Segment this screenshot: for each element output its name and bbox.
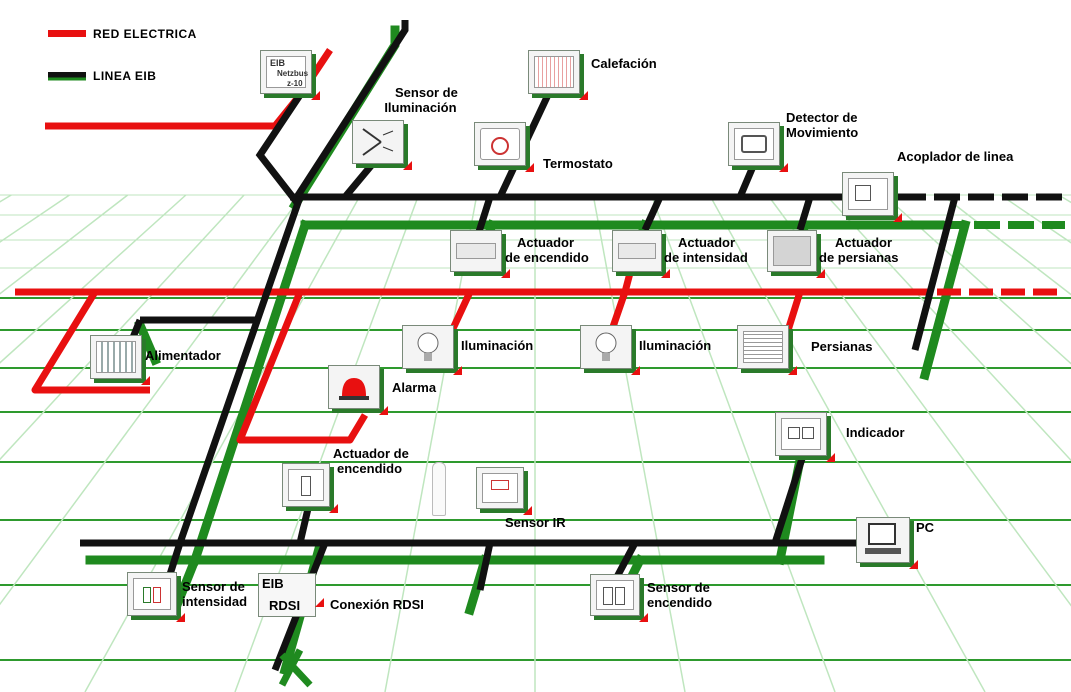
power-supply-module-icon: EIB Netzbus z-10 xyxy=(266,56,309,88)
dimmer-actuator-device[interactable] xyxy=(612,230,670,278)
indicator-device[interactable] xyxy=(775,412,835,462)
isdn-connection-label: Conexión RDSI xyxy=(330,597,424,612)
grid-line xyxy=(708,194,986,692)
grid-line xyxy=(384,194,478,692)
switch-sensor-icon xyxy=(596,580,634,610)
thermostat-label: Termostato xyxy=(543,156,613,171)
floor-grid xyxy=(0,194,1071,692)
ir-sensor-label: Sensor IR xyxy=(505,515,566,530)
blind-actuator-device[interactable] xyxy=(767,230,825,278)
line-coupler-icon xyxy=(848,178,888,210)
grid-line xyxy=(592,194,686,692)
grid-line xyxy=(825,194,1071,462)
isdn-cable-mark xyxy=(278,648,313,688)
legend-power-label: RED ELECTRICA xyxy=(93,27,197,41)
thermostat-icon xyxy=(480,128,520,160)
motion-detector-icon xyxy=(734,128,774,160)
legend-bus-swatch xyxy=(48,72,86,79)
pc-device[interactable] xyxy=(856,517,918,569)
isdn-gateway-eib-text: EIB xyxy=(262,576,284,591)
netzbus-model-text: z-10 xyxy=(287,79,303,88)
alarm-device[interactable] xyxy=(328,365,388,415)
grid-line xyxy=(0,194,70,243)
isdn-gateway-icon: EIB RDSI xyxy=(259,574,315,616)
isdn-gateway-rdsi-text: RDSI xyxy=(269,598,301,613)
grid-line xyxy=(883,194,1071,365)
alarm-light-icon xyxy=(339,378,369,400)
ir-sensor-icon xyxy=(482,473,518,503)
power-supply-icon xyxy=(96,341,136,373)
dimmer-sensor-device[interactable] xyxy=(127,572,185,622)
light-bulb-label-1: Iluminación xyxy=(461,338,534,353)
legend-power-swatch xyxy=(48,30,86,37)
legend-bus-label: LINEA EIB xyxy=(93,69,157,83)
grid-line xyxy=(0,194,303,606)
alarm-label: Alarma xyxy=(392,380,437,395)
grid-line xyxy=(1058,194,1071,204)
indicator-panel-icon xyxy=(781,418,821,450)
isdn-gateway-device[interactable]: EIB RDSI xyxy=(258,573,316,617)
heater-device[interactable] xyxy=(528,50,588,100)
light-bulb-label-2: Iluminación xyxy=(639,338,712,353)
switch-actuator-icon xyxy=(288,469,324,501)
power-supply-device[interactable] xyxy=(90,335,150,385)
grid-line xyxy=(941,194,1071,296)
light-sensor-device[interactable] xyxy=(352,120,412,170)
indicator-label: Indicador xyxy=(846,425,905,440)
dimmer-sensor-icon xyxy=(133,578,171,610)
switch-actuator-icon xyxy=(456,243,496,259)
switch-sensor-device[interactable] xyxy=(590,574,648,622)
netzbus-brand-text: Netzbus xyxy=(277,69,309,78)
heater-label: Calefación xyxy=(591,56,657,71)
ir-sensor-device[interactable] xyxy=(476,467,532,515)
pc-label: PC xyxy=(916,520,935,535)
netzbus-eib-text: EIB xyxy=(270,58,286,68)
motion-detector-device[interactable] xyxy=(728,122,788,172)
blinds-device[interactable] xyxy=(737,325,797,375)
grid-line xyxy=(767,194,1071,607)
heater-icon xyxy=(534,56,574,88)
computer-icon xyxy=(865,523,901,554)
switch-actuator-bottom-device[interactable] xyxy=(282,463,338,513)
grid-line xyxy=(650,194,836,692)
dashed-continuation xyxy=(900,193,1065,296)
grid-line xyxy=(0,194,12,203)
ir-receiver-stick xyxy=(432,462,446,516)
thermostat-device[interactable] xyxy=(474,122,534,172)
grid-line xyxy=(0,194,187,364)
switch-actuator-top-device[interactable] xyxy=(450,230,510,278)
light-bulb-device-2[interactable] xyxy=(580,325,640,375)
dimmer-actuator-icon xyxy=(618,243,656,259)
grid-line xyxy=(0,194,129,295)
bus-lines xyxy=(80,20,959,672)
grid-line xyxy=(0,194,245,461)
line-coupler-label: Acoplador de linea xyxy=(897,149,1014,164)
blinds-icon xyxy=(743,331,783,363)
grid-line xyxy=(1000,194,1071,244)
isdn-gateway-marker xyxy=(315,598,324,607)
light-sensor-icon xyxy=(362,128,394,156)
blind-actuator-icon xyxy=(773,236,811,266)
legend-swatches xyxy=(48,30,86,81)
blinds-label: Persianas xyxy=(811,339,873,354)
power-supply-label: Alimentador xyxy=(145,348,221,363)
light-bulb-icon xyxy=(595,332,617,361)
light-bulb-device-1[interactable] xyxy=(402,325,462,375)
line-coupler-device[interactable] xyxy=(842,172,902,222)
netzbus-module[interactable]: EIB Netzbus z-10 xyxy=(260,50,320,100)
light-bulb-icon xyxy=(417,332,439,361)
